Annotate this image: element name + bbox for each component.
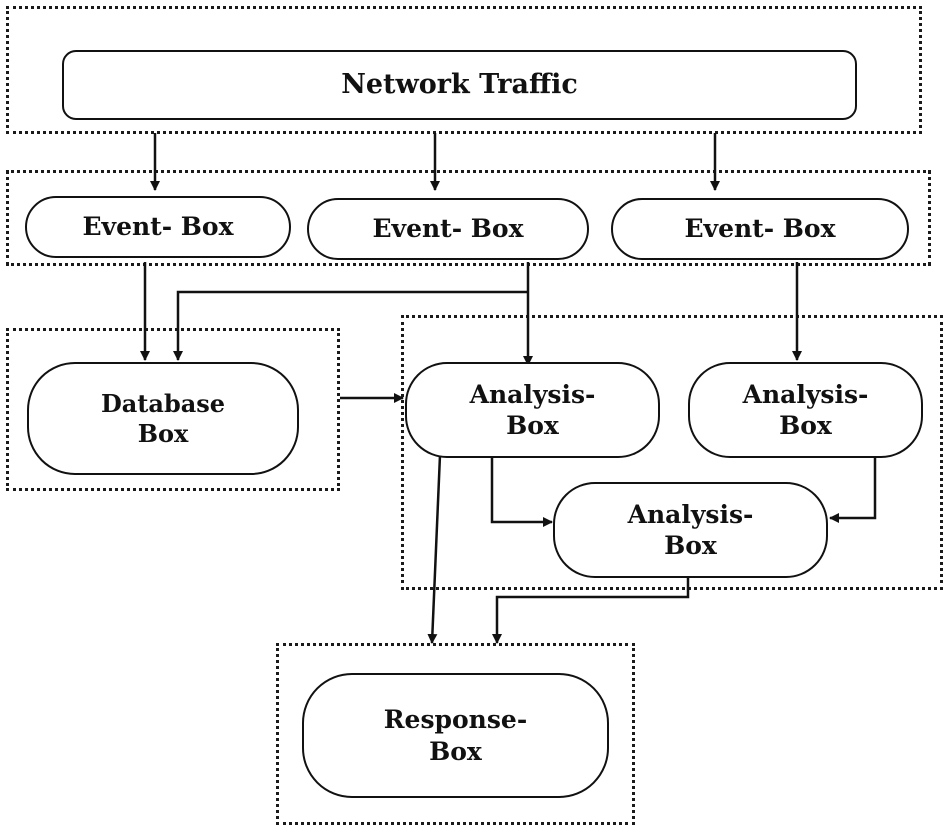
analysis-box-2: Analysis- Box (688, 362, 923, 458)
analysis-box-1: Analysis- Box (405, 362, 660, 458)
network-traffic-label: Network Traffic (341, 69, 578, 101)
event-box-1: Event- Box (25, 196, 291, 258)
arrow-analysis-3-to-response (492, 577, 690, 644)
response-box: Response- Box (302, 673, 609, 798)
analysis-box-2-line-2: Box (779, 411, 832, 440)
event-box-3-label: Event- Box (684, 214, 836, 244)
network-traffic-group (6, 6, 922, 134)
event-box-2-label: Event- Box (372, 214, 524, 244)
arrow-event-2-to-database (173, 290, 528, 361)
analysis-box-3-line-2: Box (664, 531, 717, 560)
analysis-box-3: Analysis- Box (553, 482, 828, 578)
database-box: Database Box (27, 362, 299, 475)
network-traffic-box: Network Traffic (62, 50, 857, 120)
arrow-analysis-2-to-analysis-3 (829, 458, 877, 523)
event-box-1-label: Event- Box (82, 212, 234, 242)
response-box-line-2: Box (429, 736, 482, 766)
database-box-line-1: Database (100, 388, 226, 418)
database-group (6, 328, 340, 491)
analysis-box-3-line-1: Analysis- (627, 499, 754, 529)
analysis-box-1-line-2: Box (506, 411, 559, 440)
database-box-line-2: Box (137, 418, 189, 448)
analysis-group (401, 315, 943, 590)
response-box-line-1: Response- (383, 705, 528, 735)
response-group (276, 643, 635, 825)
arrow-analysis-1-to-response (427, 454, 442, 644)
event-box-2: Event- Box (307, 198, 589, 260)
analysis-box-2-line-1: Analysis- (742, 379, 869, 409)
event-box-group (6, 170, 931, 266)
event-box-3: Event- Box (611, 198, 909, 260)
analysis-box-1-line-1: Analysis- (469, 379, 596, 409)
arrow-analysis-1-to-analysis-3 (490, 457, 553, 527)
